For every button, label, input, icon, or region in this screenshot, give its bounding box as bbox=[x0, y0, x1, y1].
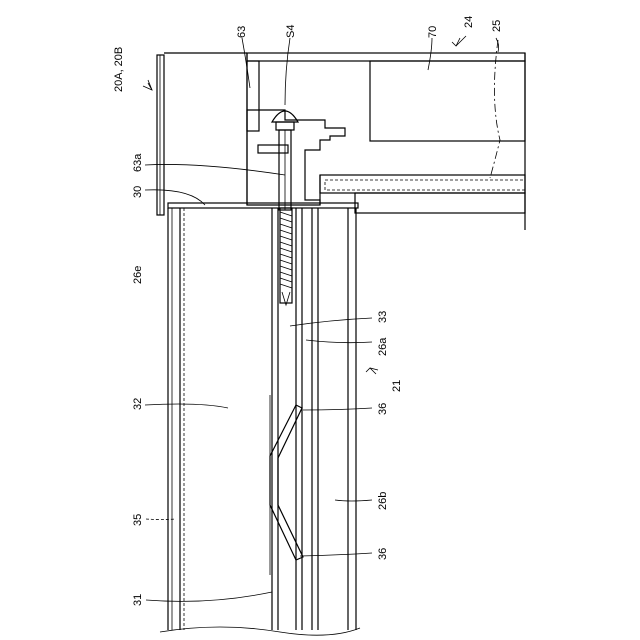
side-plate bbox=[157, 55, 164, 215]
label-70: 70 bbox=[427, 26, 439, 38]
label-25: 25 bbox=[491, 20, 503, 32]
main-body bbox=[160, 208, 360, 635]
label-24: 24 bbox=[463, 16, 475, 28]
bracket-block bbox=[247, 110, 345, 205]
label-31: 31 bbox=[132, 594, 144, 606]
label-36-upper: 36 bbox=[377, 403, 389, 415]
leaf-spring-36 bbox=[270, 405, 303, 560]
label-35: 35 bbox=[132, 514, 144, 526]
label-63a: 63a bbox=[132, 153, 144, 172]
label-26a: 26a bbox=[377, 337, 389, 356]
screw-s4 bbox=[272, 111, 298, 210]
label-26b: 26b bbox=[377, 492, 389, 510]
label-32: 32 bbox=[132, 398, 144, 410]
label-26e: 26e bbox=[132, 266, 144, 284]
label-21: 21 bbox=[391, 380, 403, 392]
label-20ab: 20A, 20B bbox=[113, 47, 125, 92]
label-s4: S4 bbox=[285, 25, 297, 38]
component-70 bbox=[370, 61, 525, 141]
label-30: 30 bbox=[132, 186, 144, 198]
leader-lines bbox=[143, 36, 499, 601]
label-63: 63 bbox=[236, 26, 248, 38]
spring-33 bbox=[280, 208, 292, 305]
label-36-lower: 36 bbox=[377, 548, 389, 560]
label-33: 33 bbox=[377, 311, 389, 323]
